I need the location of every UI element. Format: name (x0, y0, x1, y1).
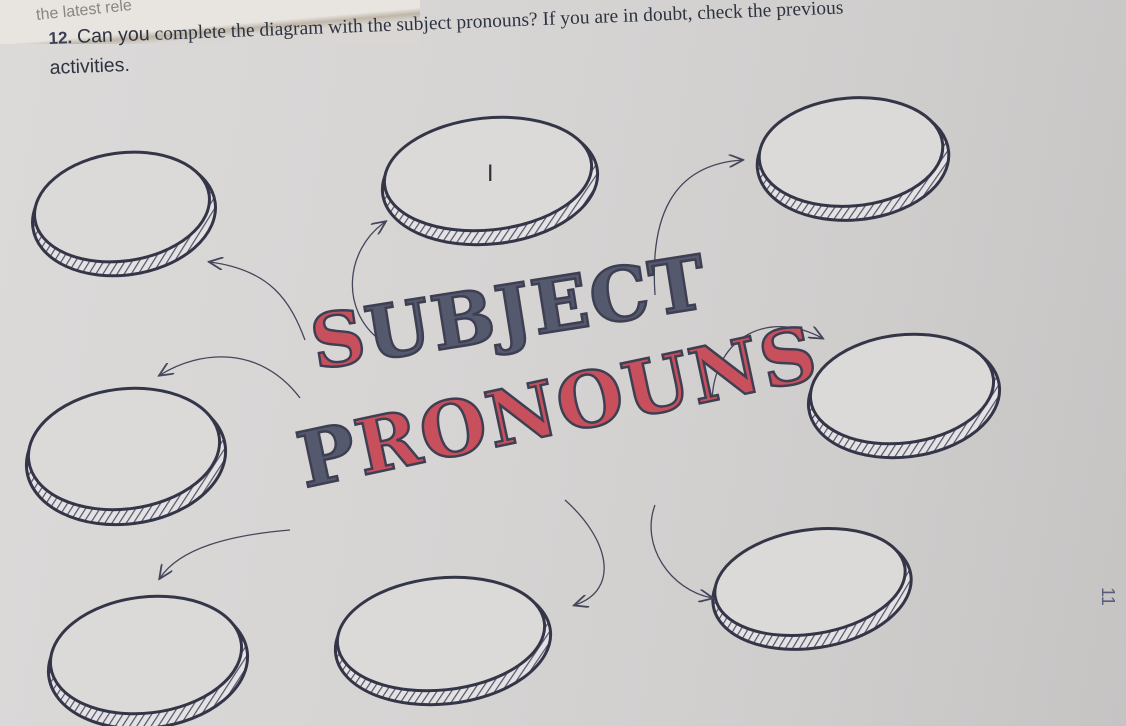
arrow-to-middle-right (711, 326, 822, 401)
arrow-to-bottom-left (160, 529, 291, 578)
answer-oval-bottom-center[interactable] (329, 567, 557, 715)
answer-oval-top-right[interactable] (752, 90, 954, 228)
arrow-to-bottom-right (650, 504, 712, 598)
answer-oval-bottom-right[interactable] (704, 516, 920, 663)
arrow-to-top-center (351, 222, 385, 341)
handwritten-answer-i: I (487, 162, 494, 187)
answer-oval-bottom-left[interactable] (41, 586, 255, 726)
answer-oval-top-center[interactable] (376, 107, 604, 255)
arrow-to-middle-left (160, 356, 301, 399)
arrow-to-bottom-center (564, 499, 605, 605)
page-margin-number: 11 (1097, 587, 1118, 606)
answer-oval-middle-right[interactable] (801, 324, 1006, 468)
previous-page-edge: the latest rele (0, 0, 420, 44)
arrow-to-top-left (210, 262, 306, 341)
answer-oval-middle-left[interactable] (19, 378, 234, 536)
arrow-to-top-right (653, 160, 742, 296)
answer-oval-top-left[interactable] (25, 141, 224, 287)
